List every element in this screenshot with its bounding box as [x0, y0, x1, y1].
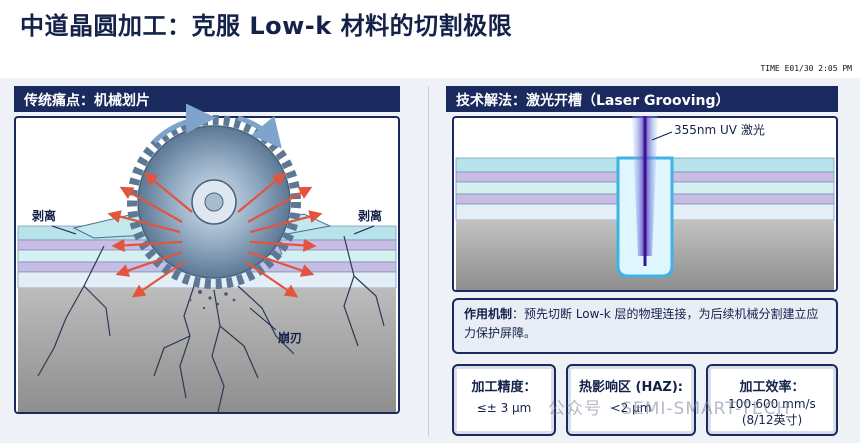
chipping-leader: [249, 307, 277, 331]
timestamp: TIME E01/30 2:05 PM: [760, 64, 852, 73]
laser-grooving-diagram: 355nm UV 激光: [455, 116, 835, 290]
callout-text: ：预先切断 Low-k 层的物理连接，为后续机械分割建立应力保护屏障。: [464, 307, 819, 340]
peel-label-right: 剥离: [358, 208, 382, 223]
metric-precision: 加工精度： ≤± 3 μm: [452, 364, 556, 436]
callout-bold: 作用机制: [464, 307, 513, 321]
metric-efficiency-subvalue: (8/12英寸): [741, 413, 803, 427]
crack-lines: [37, 235, 385, 413]
metric-efficiency-label: 加工效率：: [739, 380, 805, 395]
page-title: 中道晶圆加工：克服 Low-k 材料的切割极限: [20, 12, 513, 40]
left-panel-heading: 传统痛点：机械划片: [14, 86, 400, 112]
metric-haz-value: <2 μm: [610, 401, 652, 415]
peel-label-left: 剥离: [32, 208, 56, 223]
metric-haz: 热影响区 (HAZ): <2 μm: [566, 364, 696, 436]
rotation-arrow-right: [237, 115, 282, 149]
debris-particles: [188, 290, 236, 310]
rotation-arrow-left: [152, 103, 216, 144]
peel-right-leader: [353, 225, 375, 235]
laser-label-leader: [651, 131, 673, 141]
watermark: 公众号 · SEMI-SMART-TECH: [548, 399, 791, 419]
right-panel-heading: 技术解法：激光开槽（Laser Grooving）: [446, 86, 838, 112]
metric-efficiency: 加工效率： 100-600 mm/s (8/12英寸): [706, 364, 838, 436]
panel-divider: [428, 86, 429, 436]
title-bar: 中道晶圆加工：克服 Low-k 材料的切割极限: [0, 0, 860, 50]
mechanism-callout: 作用机制：预先切断 Low-k 层的物理连接，为后续机械分割建立应力保护屏障。: [452, 298, 838, 354]
left-panel: 传统痛点：机械划片: [14, 86, 412, 436]
peel-left-leader: [51, 225, 77, 235]
laser-label: 355nm UV 激光: [674, 123, 765, 137]
metric-precision-value: ≤± 3 μm: [476, 401, 532, 415]
chipping-label: 崩刃: [278, 330, 302, 345]
metric-haz-label: 热影响区 (HAZ):: [579, 380, 683, 395]
mechanical-dicing-diagram: 剥离 剥离 崩刃: [17, 103, 397, 413]
stress-arrows: [107, 172, 323, 298]
right-panel: 技术解法：激光开槽（Laser Grooving） 355nm UV: [446, 86, 846, 436]
metric-efficiency-value: 100-600 mm/s: [728, 397, 816, 411]
metric-precision-label: 加工精度：: [471, 380, 537, 395]
